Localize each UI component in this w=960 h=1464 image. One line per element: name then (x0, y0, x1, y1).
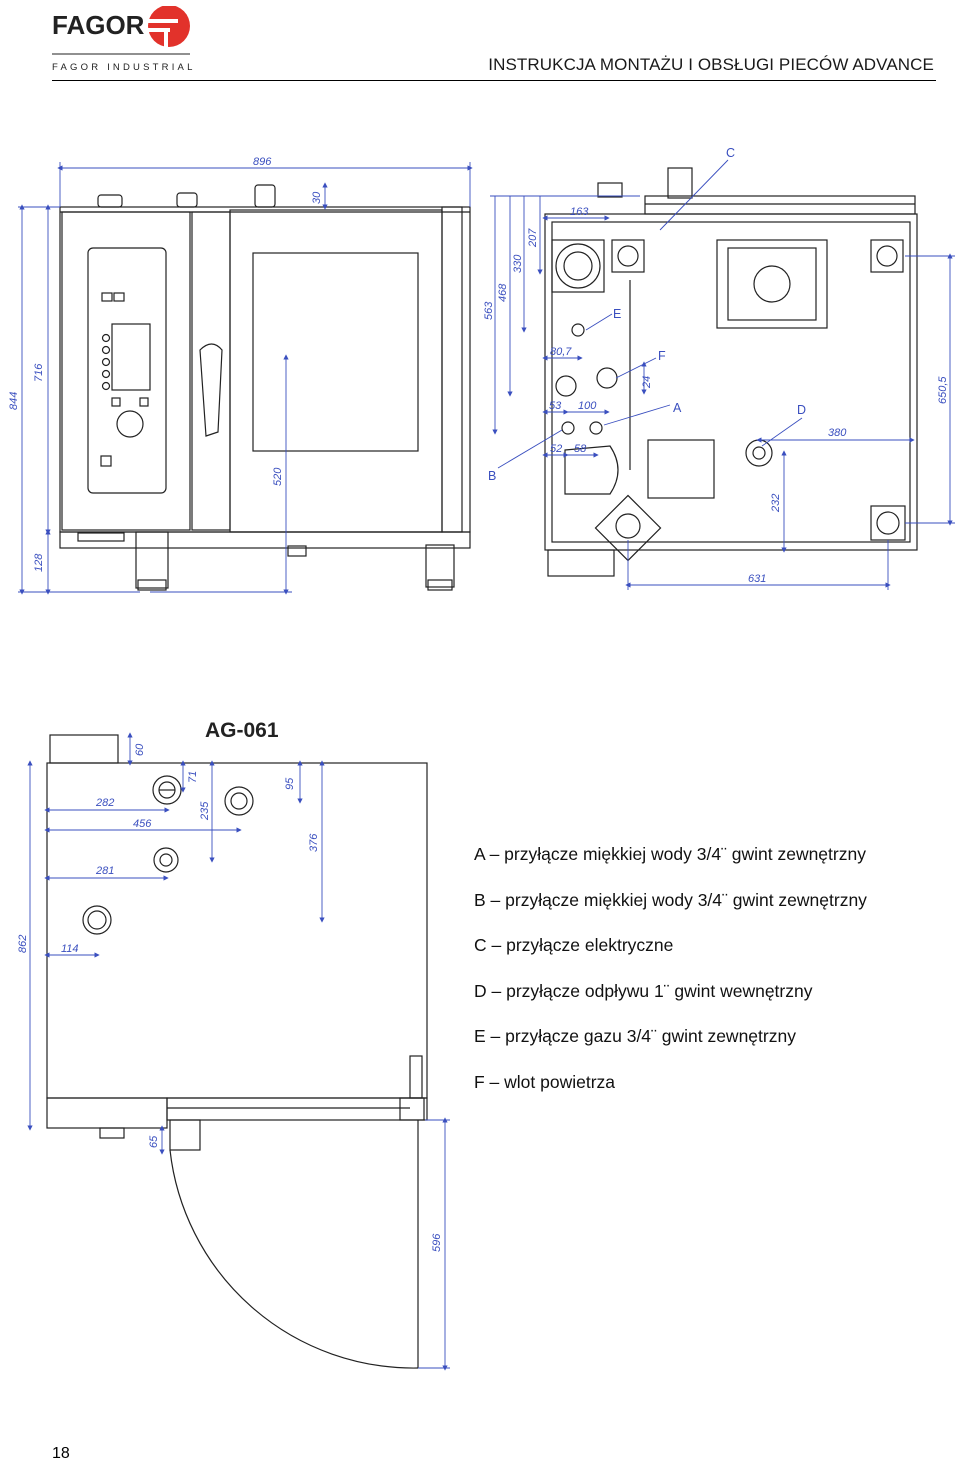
legend-item-d: D – przyłącze odpływu 1¨ gwint wewnętrzn… (474, 980, 813, 1001)
dim-top-71: 71 (187, 771, 199, 783)
header-rule (52, 80, 936, 81)
dim-back-563: 563 (483, 301, 495, 320)
dim-top-95: 95 (284, 777, 296, 790)
document-title: INSTRUKCJA MONTAŻU I OBSŁUGI PIECÓW ADVA… (488, 55, 934, 74)
logo-brand-text: FAGOR (52, 10, 145, 40)
dim-back-380: 380 (828, 427, 847, 439)
dim-top-282: 282 (95, 797, 114, 809)
dim-back-58: 58 (574, 443, 587, 455)
dim-back-330: 330 (512, 254, 524, 273)
top-view (46, 734, 428, 1369)
legend-item-b: B – przyłącze miękkiej wody 3/4¨ gwint z… (474, 889, 867, 910)
dim-back-53: 53 (549, 400, 562, 412)
dim-back-80-7: 80,7 (550, 346, 572, 358)
dim-top-65: 65 (148, 1135, 160, 1148)
front-dimensions (18, 162, 473, 595)
dim-front-height-total: 844 (8, 392, 20, 410)
dim-top-114: 114 (61, 943, 79, 955)
legend-item-f: F – wlot powietrza (474, 1071, 616, 1092)
callout-a: A (673, 401, 682, 415)
front-view (59, 184, 471, 591)
dim-top-60: 60 (134, 743, 146, 756)
dim-front-height-body: 716 (33, 363, 45, 382)
dim-top-862: 862 (17, 935, 29, 953)
callout-e: E (613, 307, 621, 321)
dim-back-52: 52 (550, 443, 562, 455)
dim-back-24: 24 (641, 376, 653, 389)
dim-top-281: 281 (95, 865, 114, 877)
dim-back-468: 468 (497, 283, 509, 302)
top-dimensions (27, 732, 450, 1371)
technical-drawing: 896 30 844 716 128 520 (8, 146, 955, 1371)
dim-back-100: 100 (578, 400, 597, 412)
callout-d: D (797, 403, 806, 417)
dim-back-631: 631 (748, 573, 766, 585)
dim-front-chimney: 30 (311, 191, 323, 204)
callout-f: F (658, 349, 666, 363)
legend-item-a: A – przyłącze miękkiej wody 3/4¨ gwint z… (474, 844, 866, 864)
dim-top-596: 596 (431, 1233, 443, 1252)
connection-legend: A – przyłącze miękkiej wody 3/4¨ gwint z… (474, 832, 944, 1105)
page-header: FAGOR FAGOR INDUSTRIAL INSTRUKCJA MONTAŻ… (0, 0, 960, 90)
back-dimensions (490, 159, 955, 590)
page-number: 18 (52, 1445, 70, 1462)
dim-back-650-5: 650,5 (937, 376, 949, 404)
dim-back-163: 163 (570, 206, 589, 218)
dim-front-width: 896 (253, 156, 272, 168)
legend-item-c: C – przyłącze elektryczne (474, 935, 674, 955)
fagor-logo: FAGOR FAGOR INDUSTRIAL (52, 5, 197, 78)
dim-back-207: 207 (527, 228, 539, 248)
callout-b: B (488, 469, 496, 483)
callout-c: C (726, 146, 735, 160)
dim-front-door: 520 (272, 467, 284, 486)
legend-item-e: E – przyłącze gazu 3/4¨ gwint zewnętrzny (474, 1026, 796, 1046)
back-view (544, 167, 918, 577)
dim-top-456: 456 (133, 818, 152, 830)
dim-front-legs: 128 (33, 553, 45, 572)
logo-brand-subtext: FAGOR INDUSTRIAL (52, 62, 196, 73)
dim-back-232: 232 (770, 494, 782, 513)
dim-top-235: 235 (199, 801, 211, 821)
model-label: AG-061 (205, 719, 279, 742)
dim-top-376: 376 (308, 833, 320, 852)
